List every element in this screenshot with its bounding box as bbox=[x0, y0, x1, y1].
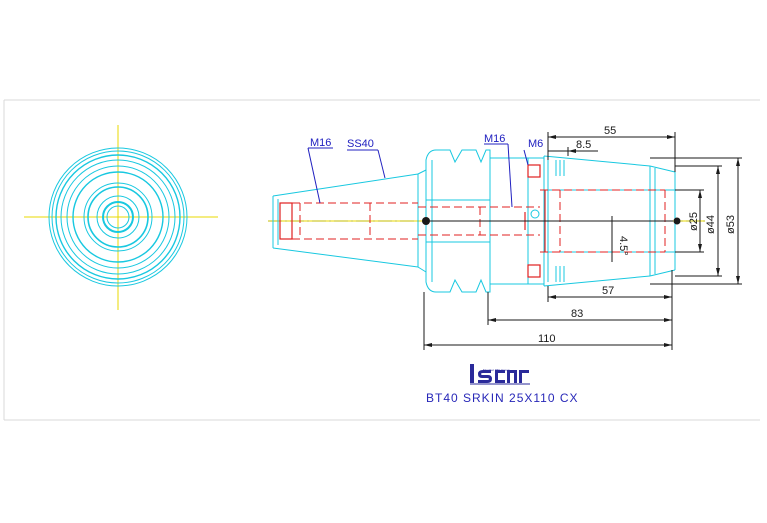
dim-8-5: 8.5 bbox=[576, 139, 591, 151]
dim-83: 83 bbox=[571, 308, 583, 320]
label-m16-left: M16 bbox=[310, 137, 331, 149]
dim-angle: 4.5° bbox=[617, 236, 629, 256]
pin-left bbox=[422, 217, 430, 225]
dim-55: 55 bbox=[604, 125, 616, 137]
pin-right bbox=[673, 217, 681, 225]
dim-phi53: ø53 bbox=[725, 215, 737, 234]
dim-110: 110 bbox=[538, 333, 556, 345]
dim-phi44: ø44 bbox=[705, 215, 717, 234]
dim-phi25: ø25 bbox=[688, 212, 700, 231]
end-view bbox=[24, 125, 218, 310]
label-m16-right: M16 bbox=[484, 133, 505, 145]
iscar-logo: Member IMC Group bbox=[470, 364, 530, 385]
label-m6: M6 bbox=[528, 138, 543, 150]
end-view-circles bbox=[48, 147, 188, 287]
side-view bbox=[268, 149, 705, 293]
leaders bbox=[307, 143, 529, 208]
thread-marks bbox=[279, 164, 546, 278]
dimension-lines bbox=[423, 132, 742, 350]
label-ss40: SS40 bbox=[347, 138, 374, 150]
drawing-title: BT40 SRKIN 25X110 CX bbox=[426, 391, 579, 405]
dimension-arrows bbox=[424, 135, 740, 347]
sheet-border bbox=[3, 99, 760, 421]
end-view-centerlines bbox=[24, 125, 218, 310]
dim-57: 57 bbox=[602, 285, 614, 297]
